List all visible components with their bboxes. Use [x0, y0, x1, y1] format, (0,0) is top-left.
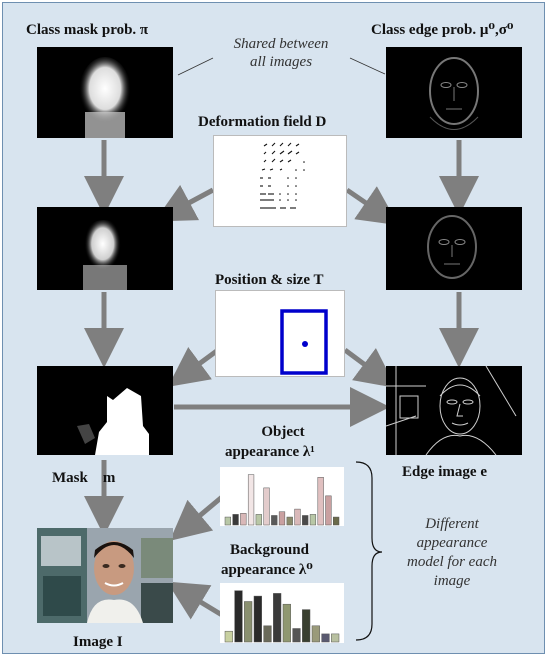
object-appearance-title-line2: appearance λ¹ [225, 444, 315, 460]
deformation-field-panel [213, 135, 347, 227]
object-hist-bar-3 [240, 513, 247, 526]
class-edge-image [386, 47, 522, 138]
arrow-deformation-to-mask [154, 184, 215, 222]
deformed-edge-image [386, 207, 522, 290]
background-appearance-title-line1: Background [230, 542, 309, 558]
arrow-object-app-to-image [169, 495, 224, 541]
arrow-position-to-edge [343, 347, 397, 388]
arrow-deformation-to-edge [345, 186, 399, 226]
background-hist-bar-7 [282, 603, 291, 643]
arrow-background-app-to-image [166, 581, 224, 620]
background-hist-bar-11 [321, 633, 330, 643]
object-hist-bar-12 [309, 514, 317, 526]
image-label: Image I [73, 634, 123, 650]
edge-image [386, 366, 522, 455]
background-appearance-title-line2: appearance λ⁰ [221, 562, 313, 578]
object-appearance-histogram [220, 467, 344, 526]
background-hist-bar-3 [244, 601, 253, 643]
photo-image [37, 528, 173, 623]
edge-image-label: Edge image e [402, 464, 487, 480]
background-hist-bar-5 [263, 625, 272, 643]
background-hist-bar-1 [224, 630, 233, 643]
object-hist-bar-9 [286, 516, 293, 526]
background-hist-bar-6 [273, 593, 282, 643]
object-hist-bar-2 [232, 514, 239, 526]
background-hist-bar-12 [331, 633, 340, 643]
class-mask-image [37, 47, 173, 138]
object-hist-bar-5 [255, 514, 262, 526]
object-hist-bar-7 [271, 515, 278, 526]
object-hist-bar-15 [333, 516, 340, 526]
object-hist-bar-6 [263, 487, 270, 526]
different-appearance-note: Different appearance model for each imag… [392, 515, 512, 591]
arrow-position-to-mask [167, 347, 220, 387]
object-hist-bar-10 [294, 508, 301, 526]
different-note-line1: Different [425, 516, 479, 532]
shared-line-left [177, 57, 214, 76]
object-appearance-title-line1: Object [261, 424, 305, 440]
background-hist-bar-9 [302, 609, 311, 643]
background-hist-bar-4 [253, 595, 262, 643]
position-title: Position & size T [215, 272, 324, 288]
mask-image [37, 366, 173, 455]
shared-line-right [349, 57, 386, 75]
class-mask-title: Class mask prob. π [26, 22, 149, 38]
position-size-panel [215, 290, 345, 377]
object-hist-bar-11 [302, 515, 309, 526]
shared-note: Shared between all images [206, 35, 356, 71]
mask-label: Mask m [52, 470, 116, 486]
background-hist-bar-2 [234, 590, 243, 643]
shared-note-line2: all images [249, 54, 313, 70]
shared-note-line1: Shared between [233, 36, 329, 52]
background-appearance-histogram [220, 583, 344, 643]
different-note-line4: image [433, 573, 471, 589]
deformation-vectors [260, 142, 305, 209]
deformed-mask-image [37, 207, 173, 290]
curly-brace [355, 461, 383, 641]
background-hist-bar-10 [311, 625, 320, 643]
different-note-line3: model for each [407, 554, 497, 570]
deformation-title: Deformation field D [198, 114, 327, 130]
background-hist-bar-8 [292, 628, 301, 643]
class-edge-title: Class edge prob. μ⁰,σ⁰ [371, 22, 514, 38]
position-box [280, 309, 328, 375]
object-hist-bar-13 [317, 477, 324, 526]
object-hist-bar-1 [224, 516, 231, 526]
object-hist-bar-14 [325, 495, 332, 526]
object-hist-bar-8 [278, 511, 286, 526]
object-hist-bar-4 [247, 474, 255, 526]
different-note-line2: appearance [416, 535, 488, 551]
